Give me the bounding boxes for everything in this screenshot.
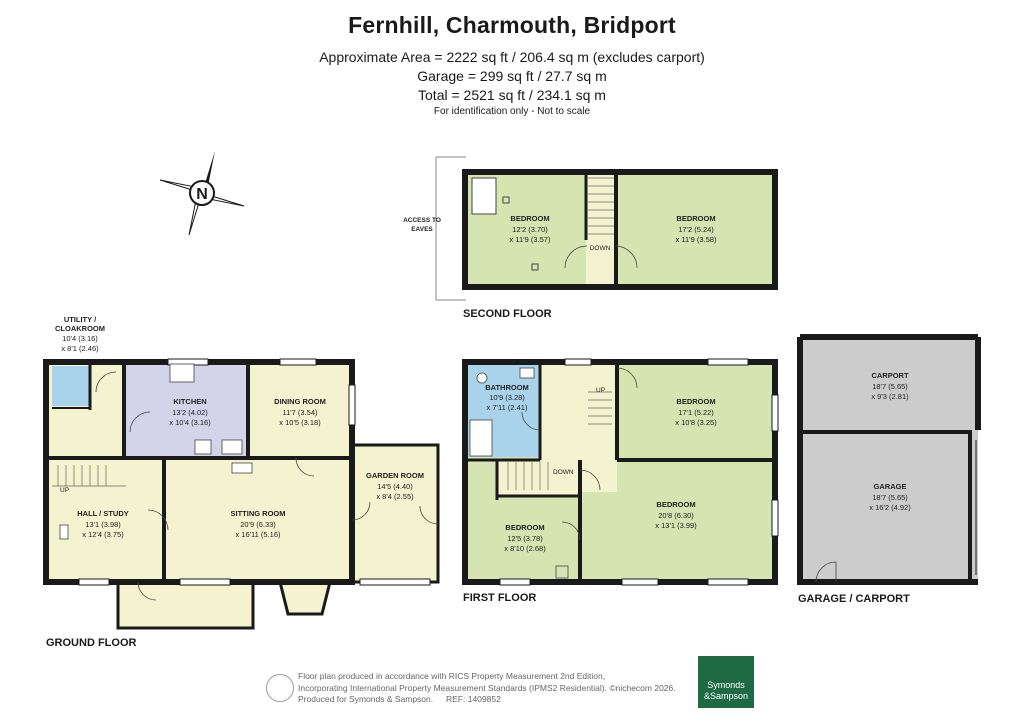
bedroom-2f-b-dim-1: 17'2 (5.24) xyxy=(678,225,714,234)
first-floor-up-label: UP xyxy=(596,387,605,394)
ground-floor-title: GROUND FLOOR xyxy=(46,637,136,649)
dining-room-name: DINING ROOM xyxy=(274,397,326,406)
garden-room-dim-2: x 8'4 (2.55) xyxy=(376,492,414,501)
second-floor-title: SECOND FLOOR xyxy=(463,308,552,320)
logo-line-2: &Sampson xyxy=(703,691,749,701)
bedroom-1f-a-dim-1: 17'1 (5.22) xyxy=(678,408,714,417)
utility-dim-2: x 8'1 (2.46) xyxy=(61,344,99,353)
compass-north-icon: N xyxy=(159,151,245,236)
bathroom-dim-2: x 7'11 (2.41) xyxy=(487,403,528,412)
reference-number: REF: 1409852 xyxy=(446,694,501,704)
garage-carport-title: GARAGE / CARPORT xyxy=(798,593,910,605)
person-icon xyxy=(266,674,294,702)
utility-name-2: CLOAKROOM xyxy=(55,324,105,333)
kitchen-dim-2: x 10'4 (3.16) xyxy=(169,418,211,427)
first-floor-down-label: DOWN xyxy=(553,469,574,476)
sitting-room-dim-2: x 16'11 (5.16) xyxy=(235,530,281,539)
footer-line-2: Incorporating International Property Mea… xyxy=(298,682,676,693)
footer-line-1: Floor plan produced in accordance with R… xyxy=(298,671,606,681)
total-area-text: Total = 2521 sq ft / 234.1 sq m xyxy=(418,87,606,103)
bedroom-1f-b-name: BEDROOM xyxy=(656,500,695,509)
hall-study-name: HALL / STUDY xyxy=(77,509,129,518)
sitting-room-dim-1: 20'9 (6.33) xyxy=(240,520,276,529)
second-floor-plan: ACCESS TO EAVES BEDROOM 12'2 (3.70) x 11… xyxy=(403,156,778,320)
second-floor-down-label: DOWN xyxy=(590,245,611,252)
bathroom-name: BATHROOM xyxy=(485,383,529,392)
bedroom-2f-b-dim-2: x 11'9 (3.58) xyxy=(676,235,717,244)
garage-area-text: Garage = 299 sq ft / 27.7 sq m xyxy=(417,68,607,84)
bedroom-1f-b-dim-2: x 13'1 (3.99) xyxy=(655,521,697,530)
garage-carport-plan: CARPORT 18'7 (5.65) x 9'3 (2.81) GARAGE … xyxy=(797,334,981,605)
dining-room-dim-2: x 10'5 (3.18) xyxy=(279,418,321,427)
utility-dim-1: 10'4 (3.16) xyxy=(62,334,98,343)
bedroom-1f-b-dim-1: 20'8 (6.30) xyxy=(658,511,694,520)
ground-floor-plan: UTILITY / CLOAKROOM 10'4 (3.16) x 8'1 (2… xyxy=(43,315,440,649)
bathroom-dim-1: 10'9 (3.28) xyxy=(489,393,525,402)
bedroom-2f-b-name: BEDROOM xyxy=(676,214,715,223)
page-title: Fernhill, Charmouth, Bridport xyxy=(348,12,676,38)
logo-line-1: Symonds xyxy=(707,680,745,690)
garage-dim-1: 18'7 (5.65) xyxy=(872,493,908,502)
kitchen-dim-1: 13'2 (4.02) xyxy=(172,408,208,417)
garage-name: GARAGE xyxy=(874,482,907,491)
access-eaves-label-1: ACCESS TO xyxy=(403,217,441,224)
disclaimer-text: For identification only - Not to scale xyxy=(433,106,591,117)
bedroom-1f-a-name: BEDROOM xyxy=(676,397,715,406)
footer-line-3: Produced for Symonds & Sampson. xyxy=(298,694,434,704)
access-eaves-label-2: EAVES xyxy=(411,226,433,233)
utility-name-1: UTILITY / xyxy=(64,315,97,324)
kitchen-name: KITCHEN xyxy=(173,397,206,406)
compass-label: N xyxy=(196,186,208,203)
first-floor-plan: BATHROOM 10'9 (3.28) x 7'11 (2.41) BEDRO… xyxy=(462,358,779,604)
bedroom-1f-c-name: BEDROOM xyxy=(505,523,544,532)
carport-dim-1: 18'7 (5.65) xyxy=(872,382,908,391)
footer-notice: Floor plan produced in accordance with R… xyxy=(298,671,698,706)
garage-dim-2: x 16'2 (4.92) xyxy=(869,503,911,512)
carport-dim-2: x 9'3 (2.81) xyxy=(871,392,909,401)
garden-room-name: GARDEN ROOM xyxy=(366,471,424,480)
bedroom-2f-a-name: BEDROOM xyxy=(510,214,549,223)
hall-study-dim-1: 13'1 (3.98) xyxy=(85,520,121,529)
hall-study-dim-2: x 12'4 (3.75) xyxy=(82,530,124,539)
ground-floor-up-label: UP xyxy=(60,487,69,494)
approximate-area-text: Approximate Area = 2222 sq ft / 206.4 sq… xyxy=(319,49,705,65)
bedroom-1f-a-dim-2: x 10'8 (3.25) xyxy=(675,418,717,427)
first-floor-title: FIRST FLOOR xyxy=(463,592,536,604)
symonds-sampson-logo: Symonds &Sampson xyxy=(698,656,754,708)
bedroom-2f-a-dim-2: x 11'9 (3.57) xyxy=(510,235,551,244)
garden-room-dim-1: 14'5 (4.40) xyxy=(377,482,413,491)
sitting-room-name: SITTING ROOM xyxy=(231,509,286,518)
bedroom-2f-a-dim-1: 12'2 (3.70) xyxy=(512,225,548,234)
bedroom-1f-c-dim-1: 12'5 (3.78) xyxy=(507,534,543,543)
carport-name: CARPORT xyxy=(871,371,909,380)
dining-room-dim-1: 11'7 (3.54) xyxy=(282,408,318,417)
bedroom-1f-c-dim-2: x 8'10 (2.68) xyxy=(504,544,546,553)
